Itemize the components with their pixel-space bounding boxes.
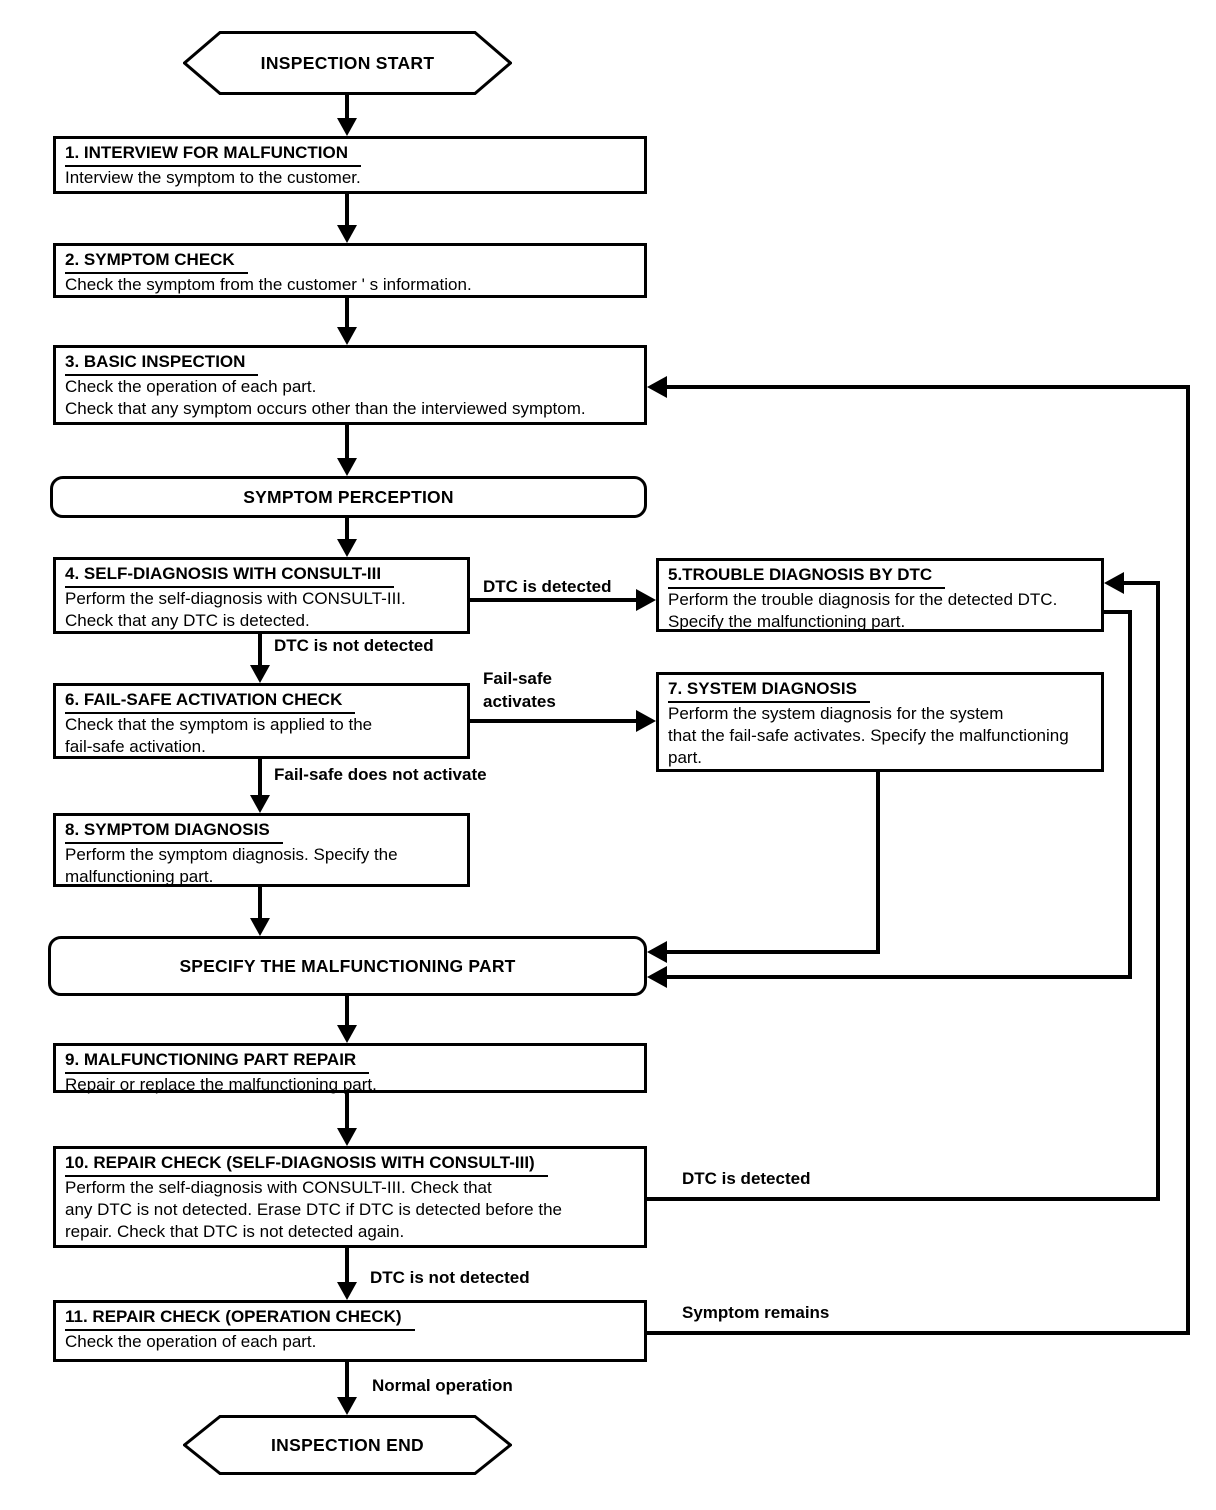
flow-step10-to-step11-arrowhead — [337, 1282, 357, 1300]
flow-step1-to-step2-line — [345, 194, 349, 225]
step-1-interview-for-malfunction: 1. INTERVIEW FOR MALFUNCTION Interview t… — [53, 136, 647, 194]
edge-label-dtc-is-not-detected-mid: DTC is not detected — [274, 636, 434, 655]
step-11-body: Check the operation of each part. — [65, 1332, 317, 1351]
edge-label-fail-safe-activates: Fail-safe activates — [483, 669, 556, 711]
milestone-specify-malfunctioning-part: SPECIFY THE MALFUNCTIONING PART — [48, 936, 647, 996]
step-7-title: 7. SYSTEM DIAGNOSIS — [668, 677, 1092, 703]
step-5-title: 5.TROUBLE DIAGNOSIS BY DTC — [668, 563, 1092, 589]
flow-step6-to-step8-arrowhead — [250, 795, 270, 813]
step5-to-specify-part-top-line — [1104, 610, 1132, 614]
step-3-title: 3. BASIC INSPECTION — [65, 350, 635, 376]
feedback-dtc-detected-arrowhead — [1104, 572, 1124, 594]
terminator-start-label: INSPECTION START — [260, 52, 435, 73]
step-2-body: Check the symptom from the customer ' s … — [65, 275, 472, 294]
edge-label-fail-safe-does-not-activate: Fail-safe does not activate — [274, 765, 487, 784]
step5-to-specify-part-arrowhead — [647, 966, 667, 988]
step7-to-specify-part-horizontal-line — [667, 950, 880, 954]
branch-step6-to-step7-line — [470, 719, 636, 723]
step-10-title: 10. REPAIR CHECK (SELF-DIAGNOSIS WITH CO… — [65, 1151, 635, 1177]
step-2-title: 2. SYMPTOM CHECK — [65, 248, 635, 274]
step-1-title: 1. INTERVIEW FOR MALFUNCTION — [65, 141, 635, 167]
step-5-body: Perform the trouble diagnosis for the de… — [668, 590, 1058, 631]
milestone-symptom-perception: SYMPTOM PERCEPTION — [50, 476, 647, 518]
feedback-symptom-remains-vertical-line — [1186, 385, 1190, 1335]
step-7-body: Perform the system diagnosis for the sys… — [668, 704, 1069, 767]
branch-step4-to-step5-arrowhead — [636, 589, 656, 611]
flow-step8-to-specify-part-arrowhead — [250, 918, 270, 936]
edge-label-symptom-remains: Symptom remains — [682, 1303, 830, 1322]
flow-step4-to-step6-arrowhead — [250, 665, 270, 683]
step5-to-specify-part-vertical-line — [1128, 610, 1132, 979]
step5-to-specify-part-bottom-line — [667, 975, 1128, 979]
step7-to-specify-part-vertical-line — [876, 772, 880, 954]
flow-specify-part-to-step9-arrowhead — [337, 1025, 357, 1043]
feedback-dtc-detected-bottom-line — [647, 1197, 1160, 1201]
flow-symptom-perception-to-step4-line — [345, 518, 349, 539]
step-8-body: Perform the symptom diagnosis. Specify t… — [65, 845, 398, 886]
feedback-symptom-remains-arrowhead — [647, 376, 667, 398]
step-6-fail-safe-activation-check: 6. FAIL-SAFE ACTIVATION CHECK Check that… — [53, 683, 470, 759]
flow-step9-to-step10-arrowhead — [337, 1128, 357, 1146]
step-6-body: Check that the symptom is applied to the… — [65, 715, 373, 756]
step-11-title: 11. REPAIR CHECK (OPERATION CHECK) — [65, 1305, 635, 1331]
flow-step4-to-step6-line — [258, 634, 262, 665]
flow-start-to-step1-line — [345, 95, 349, 118]
flow-step10-to-step11-line — [345, 1248, 349, 1282]
milestone-symptom-perception-label: SYMPTOM PERCEPTION — [243, 486, 454, 507]
step-9-malfunctioning-part-repair: 9. MALFUNCTIONING PART REPAIR Repair or … — [53, 1043, 647, 1094]
edge-label-dtc-is-detected-top: DTC is detected — [483, 577, 612, 596]
step-8-symptom-diagnosis: 8. SYMPTOM DIAGNOSIS Perform the symptom… — [53, 813, 470, 887]
step-5-trouble-diagnosis-by-dtc: 5.TROUBLE DIAGNOSIS BY DTC Perform the t… — [656, 558, 1104, 632]
feedback-dtc-detected-top-line — [1124, 581, 1156, 585]
flow-specify-part-to-step9-line — [345, 996, 349, 1025]
edge-label-normal-operation: Normal operation — [372, 1376, 513, 1395]
step-3-body: Check the operation of each part. Check … — [65, 377, 586, 418]
feedback-symptom-remains-top-line — [667, 385, 1186, 389]
flow-step1-to-step2-arrowhead — [337, 225, 357, 243]
step-4-title: 4. SELF-DIAGNOSIS WITH CONSULT-III — [65, 562, 458, 588]
step7-to-specify-part-arrowhead — [647, 941, 667, 963]
feedback-dtc-detected-vertical-line — [1156, 581, 1160, 1201]
flow-step2-to-step3-arrowhead — [337, 327, 357, 345]
hexagon-shape — [183, 1415, 512, 1475]
step-4-self-diagnosis-with-consult-iii: 4. SELF-DIAGNOSIS WITH CONSULT-III Perfo… — [53, 557, 470, 634]
step-10-body: Perform the self-diagnosis with CONSULT-… — [65, 1178, 562, 1241]
step-9-title: 9. MALFUNCTIONING PART REPAIR — [65, 1048, 635, 1074]
step-8-title: 8. SYMPTOM DIAGNOSIS — [65, 818, 458, 844]
flow-step8-to-specify-part-line — [258, 887, 262, 918]
step-6-title: 6. FAIL-SAFE ACTIVATION CHECK — [65, 688, 458, 714]
flow-step11-to-end-arrowhead — [337, 1397, 357, 1415]
edge-label-dtc-is-not-detected-bottom: DTC is not detected — [370, 1268, 530, 1287]
flow-start-to-step1-arrowhead — [337, 118, 357, 136]
flow-step6-to-step8-line — [258, 759, 262, 795]
feedback-symptom-remains-bottom-line — [647, 1331, 1190, 1335]
step-7-system-diagnosis: 7. SYSTEM DIAGNOSIS Perform the system d… — [656, 672, 1104, 772]
branch-step6-to-step7-arrowhead — [636, 710, 656, 732]
terminator-inspection-end: INSPECTION END — [183, 1415, 512, 1475]
flow-step3-to-symptom-perception-line — [345, 425, 349, 458]
flow-step2-to-step3-line — [345, 298, 349, 327]
edge-label-dtc-is-detected-bottom: DTC is detected — [682, 1169, 811, 1188]
flow-symptom-perception-to-step4-arrowhead — [337, 539, 357, 557]
flow-step9-to-step10-line — [345, 1093, 349, 1128]
terminator-inspection-start: INSPECTION START — [183, 31, 512, 95]
milestone-specify-part-label: SPECIFY THE MALFUNCTIONING PART — [179, 955, 516, 976]
flow-step3-to-symptom-perception-arrowhead — [337, 458, 357, 476]
step-1-body: Interview the symptom to the customer. — [65, 168, 361, 187]
branch-step4-to-step5-line — [470, 598, 636, 602]
step-11-repair-check-operation: 11. REPAIR CHECK (OPERATION CHECK) Check… — [53, 1300, 647, 1362]
hexagon-shape — [183, 31, 512, 95]
step-2-symptom-check: 2. SYMPTOM CHECK Check the symptom from … — [53, 243, 647, 298]
step-4-body: Perform the self-diagnosis with CONSULT-… — [65, 589, 406, 630]
step-10-repair-check-self-diagnosis: 10. REPAIR CHECK (SELF-DIAGNOSIS WITH CO… — [53, 1146, 647, 1248]
terminator-end-label: INSPECTION END — [271, 1434, 424, 1455]
step-3-basic-inspection: 3. BASIC INSPECTION Check the operation … — [53, 345, 647, 425]
flow-step11-to-end-line — [345, 1362, 349, 1397]
step-9-body: Repair or replace the malfunctioning par… — [65, 1075, 377, 1094]
